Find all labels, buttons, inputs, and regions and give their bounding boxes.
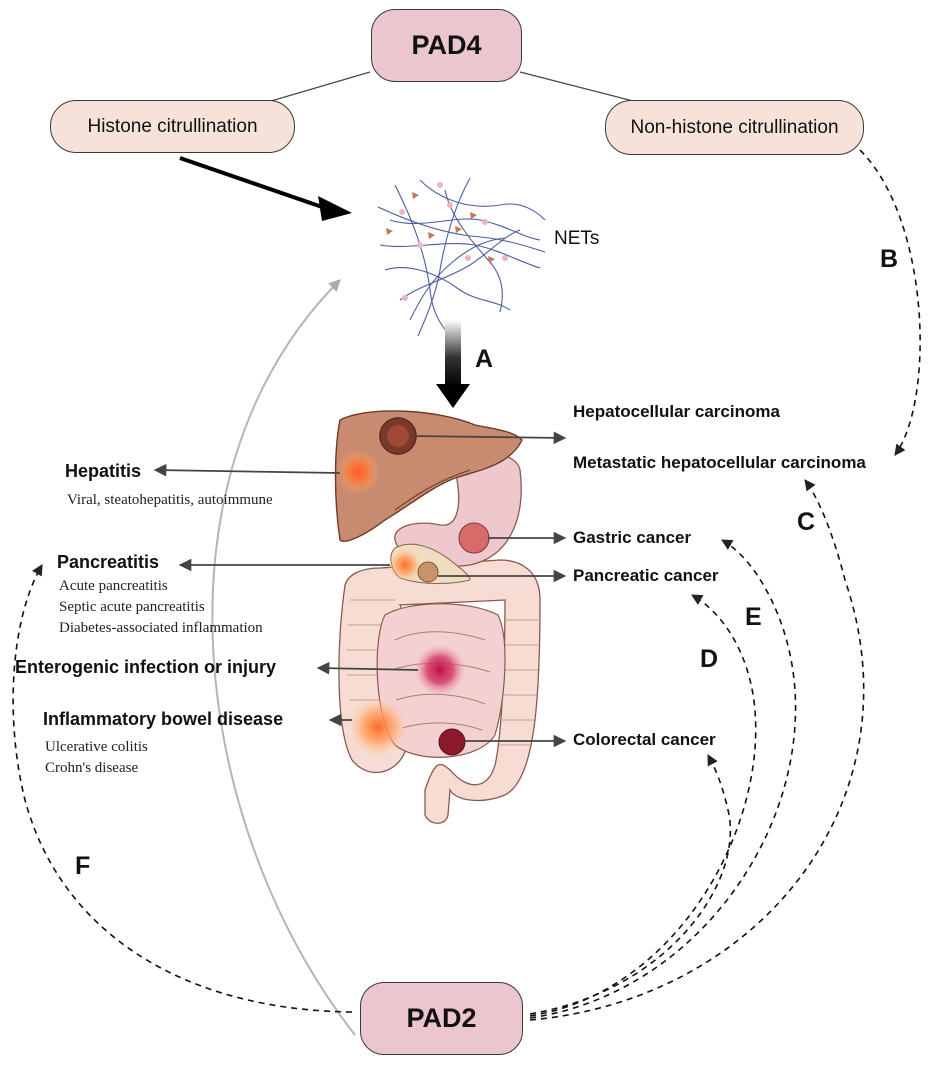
dashed-arrow-b <box>859 149 921 456</box>
enterogenic-arrow <box>316 661 419 675</box>
mhcc-label: Metastatic hepatocellular carcinoma <box>573 453 866 472</box>
letter-f: F <box>75 852 91 880</box>
ibd-sub-1: Ulcerative colitis <box>45 739 148 755</box>
enterogenic-title: Enterogenic infection or injury <box>15 657 277 677</box>
histone-citrullination-label: Histone citrullination <box>87 115 258 137</box>
ibd-sub-2: Crohn's disease <box>45 760 139 776</box>
hepatitis-arrow <box>153 463 341 477</box>
dashed-arrow-e <box>529 539 797 1019</box>
pancreatitis-sub-1: Acute pancreatitis <box>59 578 168 594</box>
digestive-organs-illustration <box>334 410 541 824</box>
pancreatic-cancer-label: Pancreatic cancer <box>573 566 719 585</box>
pancreatitis-spot <box>388 548 422 582</box>
pad4-label: PAD4 <box>411 30 482 60</box>
dashed-arrow-colorectal <box>529 754 732 1015</box>
pad2-label: PAD2 <box>406 1003 477 1033</box>
nets-illustration <box>377 177 546 337</box>
pancreatic-tumor <box>417 561 439 583</box>
hepatitis-subtitle: Viral, steatohepatitis, autoimmune <box>67 492 273 508</box>
letter-d: D <box>700 645 719 673</box>
non-histone-citrullination-box: Non-histone citrullination <box>605 100 864 155</box>
nets-label: NETs <box>554 228 600 249</box>
ibd-spot <box>348 697 408 757</box>
arrow-a-shaft <box>445 320 461 388</box>
ibd-title: Inflammatory bowel disease <box>43 709 284 729</box>
letter-c: C <box>797 508 816 536</box>
hepatitis-title: Hepatitis <box>65 461 142 481</box>
histone-citrullination-box: Histone citrullination <box>50 100 295 153</box>
pancreatitis-sub-3: Diabetes-associated inflammation <box>59 620 263 636</box>
hcc-label: Hepatocellular carcinoma <box>573 402 780 421</box>
histone-to-nets-arrow <box>179 156 326 210</box>
pad2-box: PAD2 <box>360 982 523 1055</box>
nets-granules <box>386 182 508 301</box>
colorectal-tumor <box>438 728 466 756</box>
pancreatitis-sub-2: Septic acute pancreatitis <box>59 599 205 615</box>
pad4-box: PAD4 <box>371 9 522 82</box>
non-histone-citrullination-label: Non-histone citrullination <box>630 116 839 138</box>
gastric-cancer-label: Gastric cancer <box>573 528 692 547</box>
gastric-tumor <box>458 522 490 554</box>
dashed-arrow-d <box>529 594 757 1017</box>
arrow-a-head <box>436 384 470 408</box>
letter-a: A <box>475 345 494 373</box>
colorectal-cancer-label: Colorectal cancer <box>573 730 716 749</box>
letter-e: E <box>745 603 762 631</box>
enterogenic-spot <box>414 644 466 696</box>
hepatitis-spot <box>336 450 380 494</box>
pancreatitis-title: Pancreatitis <box>57 552 160 572</box>
hcc-arrow <box>411 431 567 445</box>
histone-to-nets-arrowhead <box>318 196 352 221</box>
pad2-to-nets-curve <box>211 279 356 1036</box>
dashed-arrow-c <box>529 479 865 1021</box>
letter-b: B <box>880 245 899 273</box>
